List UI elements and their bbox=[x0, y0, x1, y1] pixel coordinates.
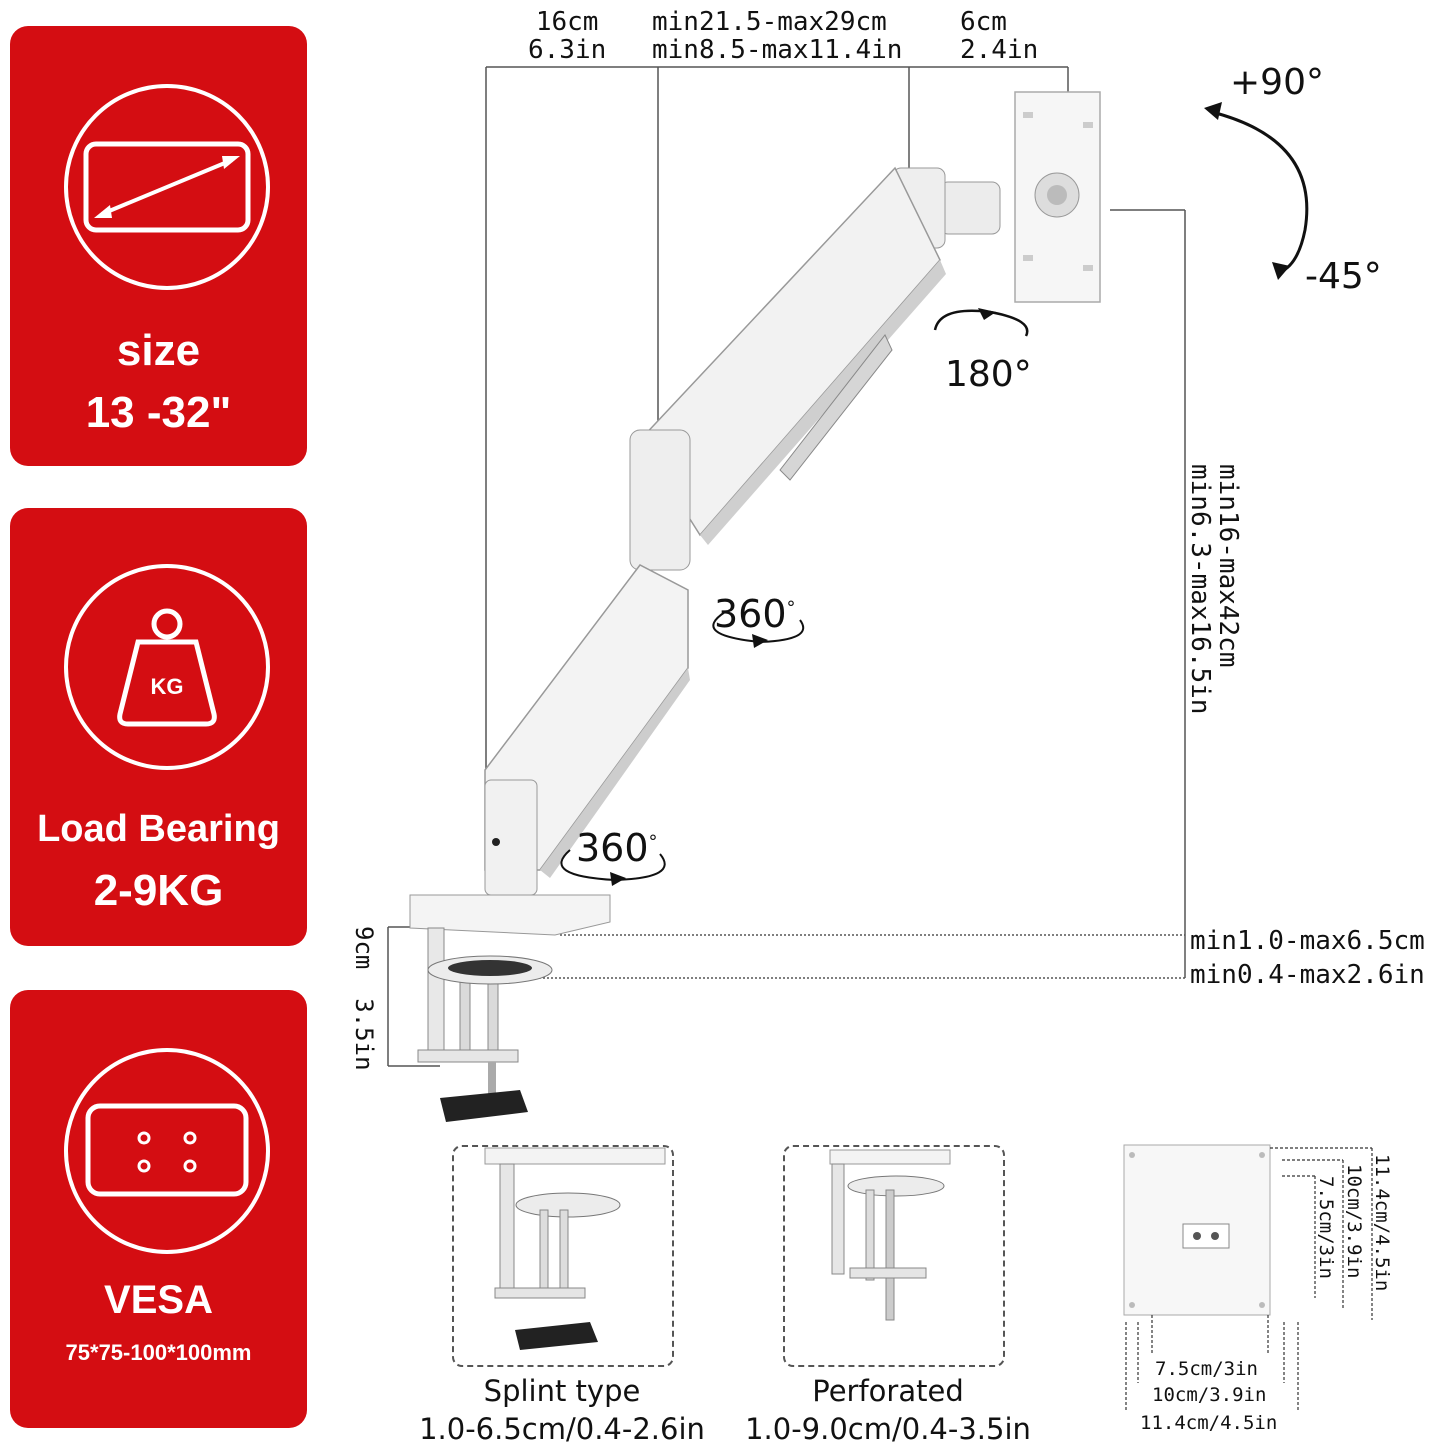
dim-top-middle-cm: min21.5-max29cm bbox=[652, 7, 887, 37]
swivel-label: 180° bbox=[945, 354, 1032, 395]
feature-card-load: KG Load Bearing 2-9KG bbox=[10, 508, 307, 946]
load-value: 2-9KG bbox=[93, 866, 224, 915]
dim-clamp-range-in: min0.4-max2.6in bbox=[1190, 960, 1425, 990]
feature-card-vesa: VESA 75*75-100*100mm bbox=[10, 990, 307, 1428]
base-degree-mark: ° bbox=[648, 831, 658, 853]
dim-height-in: min6.3-max16.5in bbox=[1185, 464, 1215, 715]
dim-height-cm: min16-max42cm bbox=[1213, 464, 1243, 668]
vesa-v1: 7.5cm/3in bbox=[1315, 1176, 1337, 1279]
vesa-v2: 10cm/3.9in bbox=[1343, 1164, 1365, 1279]
elbow-rotation-label: 360° bbox=[714, 592, 796, 636]
dim-top-right-cm: 6cm bbox=[960, 7, 1007, 37]
vesa-holes-icon bbox=[64, 1048, 270, 1254]
elbow-rotation-value: 360 bbox=[714, 592, 787, 636]
dim-top-right: 6cm 2.4in bbox=[960, 8, 1038, 64]
vesa-h3: 11.4cm/4.5in bbox=[1140, 1412, 1278, 1434]
dim-top-middle: min21.5-max29cm min8.5-max11.4in bbox=[652, 8, 902, 64]
weight-kg-icon: KG bbox=[64, 564, 270, 770]
dim-top-middle-in: min8.5-max11.4in bbox=[652, 35, 903, 65]
dim-top-right-in: 2.4in bbox=[960, 35, 1039, 65]
tilt-up-label: +90° bbox=[1230, 62, 1324, 103]
perforated-range: 1.0-9.0cm/0.4-3.5in bbox=[745, 1412, 1031, 1446]
feature-card-size: size 13 -32" bbox=[10, 26, 307, 466]
splint-range: 1.0-6.5cm/0.4-2.6in bbox=[419, 1412, 705, 1446]
perforated-drawing bbox=[829, 1149, 951, 1321]
dim-height: min16-max42cm min6.3-max16.5in bbox=[1185, 464, 1243, 715]
vesa-v3: 11.4cm/4.5in bbox=[1371, 1154, 1393, 1292]
vesa-value: 75*75-100*100mm bbox=[65, 1340, 252, 1365]
base-rotation-value: 360 bbox=[576, 826, 649, 870]
vesa-h1: 7.5cm/3in bbox=[1155, 1358, 1258, 1380]
dim-top-left-cm: 16cm bbox=[535, 7, 599, 37]
dim-clamp-height-cm: 9cm bbox=[350, 926, 378, 970]
perforated-mount-caption: Perforated 1.0-9.0cm/0.4-3.5in bbox=[738, 1372, 1038, 1448]
dim-top-left-in: 6.3in bbox=[528, 35, 607, 65]
tilt-down-label: -45° bbox=[1305, 256, 1382, 297]
base-rotation-label: 360° bbox=[576, 826, 658, 870]
dim-clamp-range: min1.0-max6.5cm min0.4-max2.6in bbox=[1190, 924, 1425, 992]
vesa-plate-drawing bbox=[1123, 1144, 1271, 1316]
dim-top-left: 16cm 6.3in bbox=[528, 8, 606, 64]
perforated-mount-box bbox=[783, 1145, 1005, 1367]
splint-title: Splint type bbox=[483, 1374, 641, 1408]
load-label: Load Bearing bbox=[37, 808, 280, 850]
elbow-degree-mark: ° bbox=[786, 597, 796, 619]
dim-clamp-height: 9cm 3.5in bbox=[350, 926, 378, 1071]
splint-mount-caption: Splint type 1.0-6.5cm/0.4-2.6in bbox=[412, 1372, 712, 1448]
size-label: size bbox=[116, 326, 201, 375]
weight-kg-text: KG bbox=[150, 674, 184, 699]
perforated-title: Perforated bbox=[812, 1374, 964, 1408]
monitor-diagonal-icon bbox=[64, 84, 270, 290]
vesa-head-plate bbox=[1014, 91, 1101, 303]
dim-clamp-range-cm: min1.0-max6.5cm bbox=[1190, 926, 1425, 956]
splint-mount-box bbox=[452, 1145, 674, 1367]
vesa-h2: 10cm/3.9in bbox=[1152, 1384, 1267, 1406]
size-value: 13 -32" bbox=[85, 388, 232, 437]
splint-clamp-drawing bbox=[484, 1147, 666, 1350]
dim-clamp-height-in: 3.5in bbox=[350, 998, 378, 1071]
vesa-label: VESA bbox=[104, 1278, 213, 1322]
